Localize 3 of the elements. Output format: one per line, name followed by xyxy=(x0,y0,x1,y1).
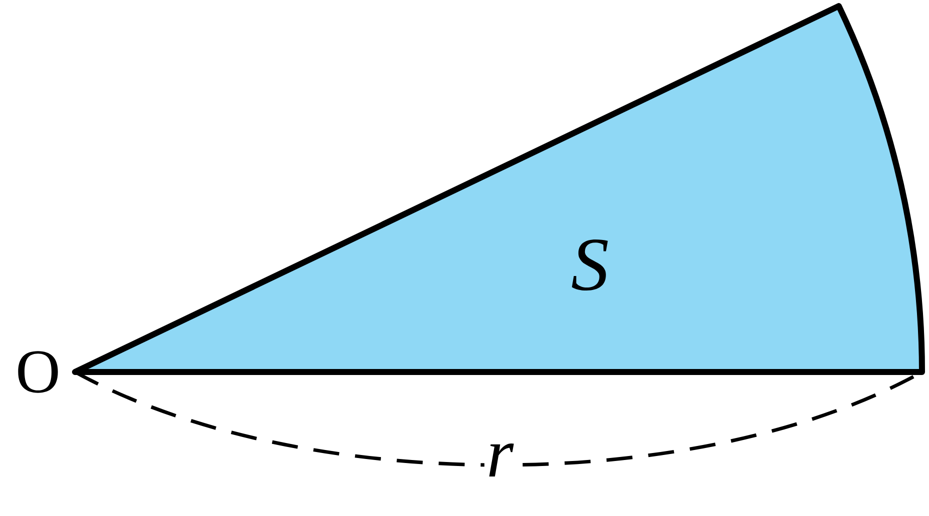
dimension-label: r xyxy=(484,442,516,478)
point-label: O xyxy=(18,351,58,393)
sector: S xyxy=(72,3,925,375)
